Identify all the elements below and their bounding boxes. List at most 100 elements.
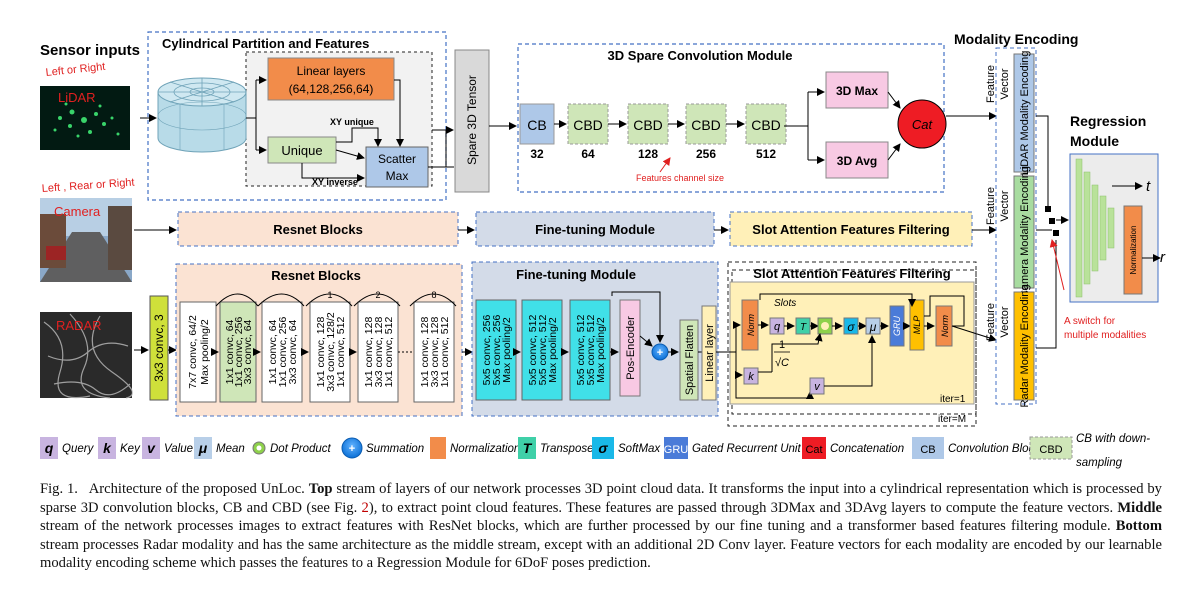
regression-layer-3 (1099, 195, 1107, 261)
legend-label-5: Summation (366, 443, 424, 455)
lidar-position-label: Left or Right (45, 61, 106, 79)
modality-switch-1 (1045, 206, 1051, 212)
scale-denominator: √C (775, 357, 789, 369)
resnet-column-5-line-2: 1x1 convc, 512 (439, 317, 451, 388)
resnet-column-5-line-1: 3x3 convc, 128 (429, 317, 441, 388)
max3d-label: 3D Max (836, 84, 878, 98)
switch-note-1: A switch for (1064, 316, 1116, 327)
legend-swatch-3 (194, 437, 212, 459)
legend-swatch-dot-4 (256, 445, 262, 451)
caption-bottom-text: stream processes Radar modality and has … (40, 536, 1162, 572)
caption-intro: Architecture of the proposed UnLoc. (88, 481, 305, 497)
caption-middle-text: stream of the network processes images t… (40, 518, 1111, 535)
unique-label: Unique (281, 143, 322, 158)
mlp-label: MLP (912, 316, 922, 335)
finetune-column-1 (521, 299, 563, 401)
legend-swatch-9 (664, 437, 688, 459)
conv-block-label-1: CBD (573, 117, 603, 133)
legend-label-12: CB with down- (1076, 433, 1150, 445)
legend-label-6: Normalization (450, 443, 520, 455)
legend-label-10: Concatenation (830, 443, 904, 455)
resnet-column-3-line-1: 3x3 convc, 128/2 (325, 312, 337, 392)
modality-encoding-bar-2 (1013, 291, 1035, 401)
camera-label: Camera (54, 204, 101, 219)
feature-label-1: Feature (985, 187, 997, 225)
conv-block-1 (567, 103, 609, 145)
feature-label-2: Feature (985, 303, 997, 341)
repeat-1-label: 1 (327, 290, 332, 300)
conv-block-label-2: CBD (633, 117, 663, 133)
radar-label: RADAR (56, 318, 102, 333)
resnet-column-3-line-0: 1x1 convc, 128 (315, 317, 327, 388)
legend-swatch-2 (142, 437, 160, 459)
legend-symbol-8: σ (598, 440, 608, 456)
caption-fig-label: Fig. 1. (40, 481, 78, 497)
conv-block-label-3: CBD (691, 117, 721, 133)
avg3d-label: 3D Avg (837, 154, 877, 168)
vector-label-2: Vector (999, 306, 1011, 338)
xy-inverse-label: XY inverse (312, 177, 358, 187)
legend-symbol-0: q (45, 440, 54, 456)
legend-swatch-6 (430, 437, 446, 459)
legend-swatch-10 (802, 437, 826, 459)
max-label: Max (386, 169, 409, 183)
norm-label-2: Norm (940, 314, 950, 337)
avg3d-box (825, 141, 889, 179)
softmax-node-label: σ (847, 320, 855, 334)
finetune-column-0-line-0: 5x5 convc, 256 (481, 315, 493, 386)
legend-label-1: Key (120, 443, 141, 455)
mlp-block (909, 299, 925, 351)
finetune-column-1-line-2: Max pooling/2 (547, 317, 559, 383)
legend-swatch-12 (1029, 436, 1073, 460)
iter-m-label: iter=M (938, 414, 966, 425)
modality-switch-2 (1049, 218, 1055, 224)
legend-symbol-11: CB (920, 444, 935, 456)
feature-label-0: Feature (985, 65, 997, 103)
bottom-finetune-title: Fine-tuning Module (516, 267, 636, 282)
legend-label-9: Gated Recurrent Unit (692, 443, 801, 455)
resnet-column-2-line-1: 1x1 convc, 256 (277, 317, 289, 388)
middle-resnet-label: Resnet Blocks (273, 222, 363, 237)
conv3x3-block (149, 295, 169, 401)
finetune-column-1-line-1: 5x5 convc, 512 (537, 315, 549, 386)
resnet-column-3 (309, 301, 351, 403)
legend-symbol-9: GRU (664, 444, 689, 456)
xy-unique-label: XY unique (330, 117, 374, 127)
slot-attention-inner (729, 281, 975, 405)
resnet-column-0-line-0: 7x7 convc, 64/2 (187, 315, 199, 389)
conv-block-4 (745, 103, 787, 145)
caption-fig-ref[interactable]: 2 (361, 499, 369, 516)
finetune-column-2-line-1: 5x5 convc, 512 (585, 315, 597, 386)
pos-encoder-block (619, 299, 641, 397)
middle-slot-attention-block (729, 211, 973, 247)
legend-symbol-2: v (147, 440, 156, 456)
legend-swatch-11 (912, 437, 944, 459)
camera-position-label: Left , Rear or Right (41, 177, 135, 195)
finetune-column-0 (475, 299, 517, 401)
middle-finetune-block (475, 211, 715, 247)
channel-size-1: 64 (581, 147, 595, 161)
resnet-column-1-line-2: 3x3 convc, 64 (242, 319, 254, 384)
channel-size-4: 512 (756, 147, 776, 161)
vector-label-0: Vector (999, 68, 1011, 100)
norm-label-1: Norm (746, 313, 756, 336)
legend-swatch-8 (592, 437, 614, 459)
legend-label-7: Transpose (540, 443, 593, 455)
caption-middle: Middle (1117, 499, 1162, 516)
resnet-skip-2 (257, 293, 305, 307)
legend-symbol-10: Cat (805, 444, 822, 456)
finetune-column-1-line-0: 5x5 convc, 512 (527, 315, 539, 386)
cylinder-icon (157, 77, 247, 153)
conv3x3-label: 3x3 convc, 3 (152, 314, 166, 382)
concatenation-node (897, 99, 947, 149)
modality-encoding-label-0: LiDAR Modality Encoding (1019, 51, 1031, 176)
channel-size-2: 128 (638, 147, 658, 161)
legend-swatch-1 (98, 437, 116, 459)
sparse-tensor-label: Spare 3D Tensor (465, 75, 479, 165)
resnet-column-5 (413, 301, 455, 403)
vector-label-1: Vector (999, 190, 1011, 222)
resnet-column-4 (357, 301, 399, 403)
legend-symbol-1: k (103, 440, 112, 456)
